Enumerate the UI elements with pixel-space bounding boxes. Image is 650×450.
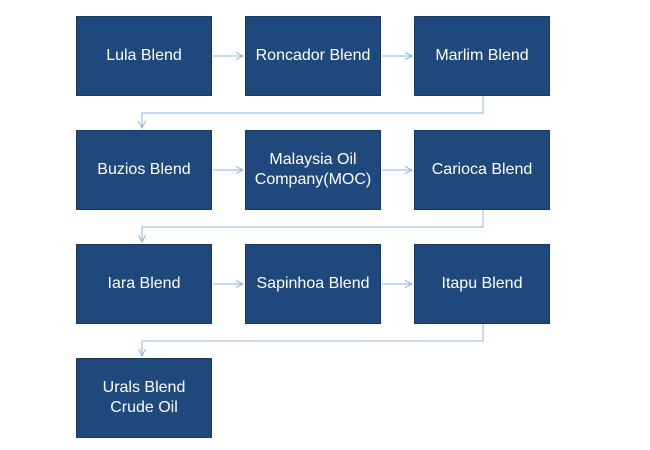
node-label: Carioca Blend bbox=[431, 161, 533, 178]
node-label: Iara Blend bbox=[107, 275, 181, 292]
node-buzios-blend: Buzios Blend bbox=[76, 130, 212, 210]
node-label: Marlim Blend bbox=[435, 47, 529, 64]
node-urals-blend-crude-oil: Urals Blend Crude Oil bbox=[76, 358, 212, 438]
node-label: Lula Blend bbox=[106, 47, 182, 64]
node-itapu-blend: Itapu Blend bbox=[414, 244, 550, 324]
node-label: Itapu Blend bbox=[441, 275, 523, 292]
connector-arrow-marlim-to-buzios bbox=[142, 96, 484, 128]
node-roncador-blend: Roncador Blend bbox=[245, 16, 381, 96]
node-sapinhoa-blend: Sapinhoa Blend bbox=[245, 244, 381, 324]
node-label: Malaysia Oil Company(MOC) bbox=[254, 151, 372, 188]
node-marlim-blend: Marlim Blend bbox=[414, 16, 550, 96]
connector-arrow-carioca-to-iara bbox=[142, 210, 484, 242]
node-lula-blend: Lula Blend bbox=[76, 16, 212, 96]
node-iara-blend: Iara Blend bbox=[76, 244, 212, 324]
node-carioca-blend: Carioca Blend bbox=[414, 130, 550, 210]
connector-arrow-itapu-to-urals bbox=[142, 324, 484, 356]
node-label: Buzios Blend bbox=[97, 161, 191, 178]
node-label: Roncador Blend bbox=[255, 47, 371, 64]
node-malaysia-oil-company: Malaysia Oil Company(MOC) bbox=[245, 130, 381, 210]
node-label: Urals Blend Crude Oil bbox=[102, 379, 186, 416]
node-label: Sapinhoa Blend bbox=[256, 275, 370, 292]
